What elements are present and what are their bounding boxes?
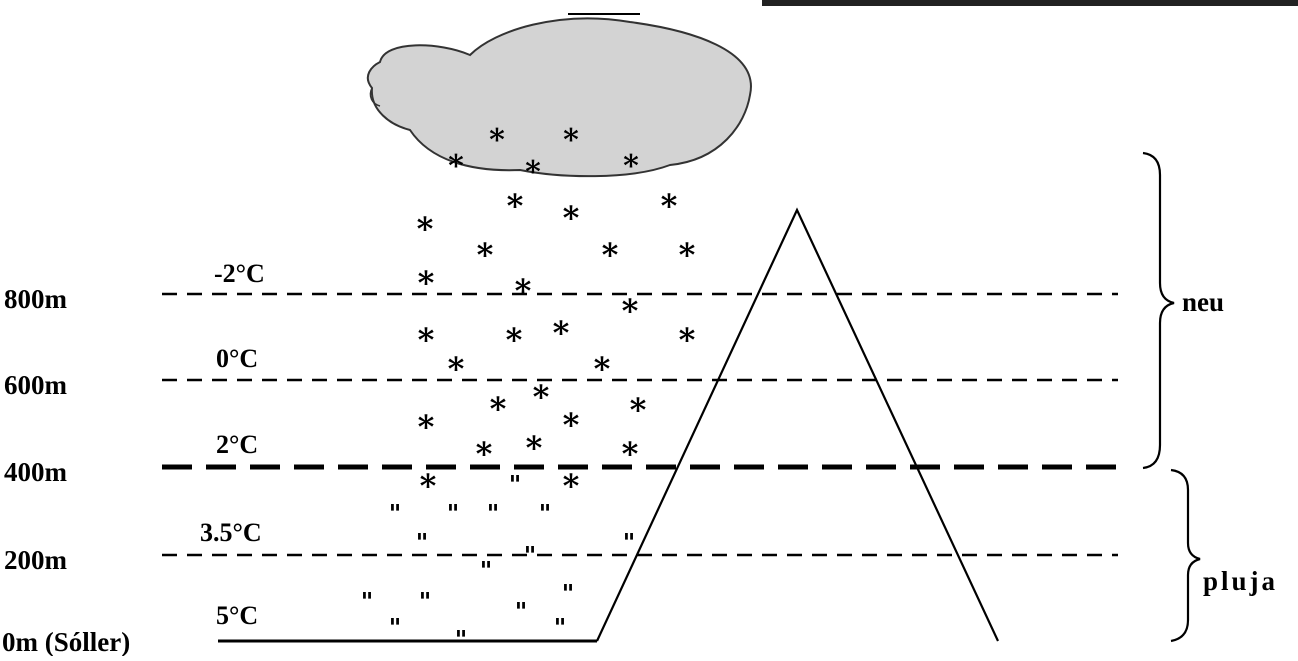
- rain-zone-label: pluja: [1203, 566, 1278, 596]
- altitude-label-600m: 600m: [4, 370, 68, 400]
- raindrop-symbol: ": [416, 528, 429, 557]
- snowflake-symbol: *: [630, 391, 647, 429]
- snowflake-symbol: *: [418, 408, 435, 446]
- raindrop-symbol: ": [509, 470, 522, 499]
- cloud-snowflake-symbol: *: [525, 155, 541, 190]
- snowflake-symbol: *: [622, 435, 639, 473]
- altitude-label-200m: 200m: [4, 545, 68, 575]
- snowflake-symbol: *: [418, 321, 435, 359]
- snowflake-symbol: *: [622, 292, 639, 330]
- temperature-label-600m: 0°C: [216, 344, 258, 373]
- snowflake-symbol: *: [477, 236, 494, 274]
- top-border-strip: [762, 0, 1298, 6]
- raindrop-symbol: ": [524, 541, 537, 570]
- snowflake-symbol: *: [515, 272, 532, 310]
- snowflake-symbol: *: [553, 314, 570, 352]
- snowflake-symbol: *: [594, 350, 611, 388]
- snowflake-symbol: *: [602, 236, 619, 274]
- raindrop-symbol: ": [562, 579, 575, 608]
- altitude-label-0m: 0m (Sóller): [2, 627, 130, 656]
- snowflake-symbol: *: [533, 378, 550, 416]
- temperature-label-0m: 5°C: [216, 601, 258, 630]
- snow-zone-label: neu: [1182, 287, 1224, 317]
- snowflake-symbol: *: [507, 187, 524, 225]
- snowflake-symbol: *: [506, 321, 523, 359]
- altitude-label-800m: 800m: [4, 284, 68, 314]
- precipitation-symbols: *******************************"""""""""…: [361, 123, 696, 654]
- cloud-snowflake-symbol: *: [489, 123, 505, 158]
- snowflake-symbol: *: [418, 264, 435, 302]
- cloud: [366, 17, 752, 178]
- raindrop-symbol: ": [515, 597, 528, 626]
- snowflake-symbol: *: [563, 467, 580, 505]
- raindrop-symbol: ": [361, 587, 374, 616]
- raindrop-symbol: ": [455, 625, 468, 654]
- raindrop-symbol: ": [419, 587, 432, 616]
- raindrop-symbol: ": [389, 499, 402, 528]
- cloud-edge-detail: [369, 87, 381, 107]
- snowflake-symbol: *: [448, 350, 465, 388]
- snowflake-symbol: *: [679, 321, 696, 359]
- snowflake-symbol: *: [490, 390, 507, 428]
- snowflake-symbol: *: [420, 467, 437, 505]
- raindrop-symbol: ": [539, 499, 552, 528]
- snowflake-symbol: *: [526, 429, 543, 467]
- raindrop-symbol: ": [447, 499, 460, 528]
- raindrop-symbol: ": [480, 556, 493, 585]
- cloud-snowflake-symbol: *: [448, 149, 464, 184]
- altitude-label-400m: 400m: [4, 457, 68, 487]
- raindrop-symbol: ": [389, 613, 402, 642]
- cloud-snowflake-symbol: *: [623, 149, 639, 184]
- snowflake-symbol: *: [679, 236, 696, 274]
- snow-zone-brace: [1142, 151, 1175, 470]
- snowflake-symbol: *: [661, 187, 678, 225]
- mountain: [596, 207, 999, 642]
- raindrop-symbol: ": [623, 528, 636, 557]
- raindrop-symbol: ": [554, 613, 567, 642]
- snowflake-symbol: *: [417, 210, 434, 248]
- snowflake-symbol: *: [563, 406, 580, 444]
- temperature-label-800m: -2°C: [214, 259, 265, 288]
- temperature-label-400m: 2°C: [216, 430, 258, 459]
- rain-zone-brace: [1170, 468, 1201, 643]
- cloud-snowflake-symbol: *: [563, 123, 579, 158]
- raindrop-symbol: ": [487, 499, 500, 528]
- snowflake-symbol: *: [563, 199, 580, 237]
- snowflake-symbol: *: [476, 435, 493, 473]
- temperature-label-200m: 3.5°C: [200, 518, 262, 547]
